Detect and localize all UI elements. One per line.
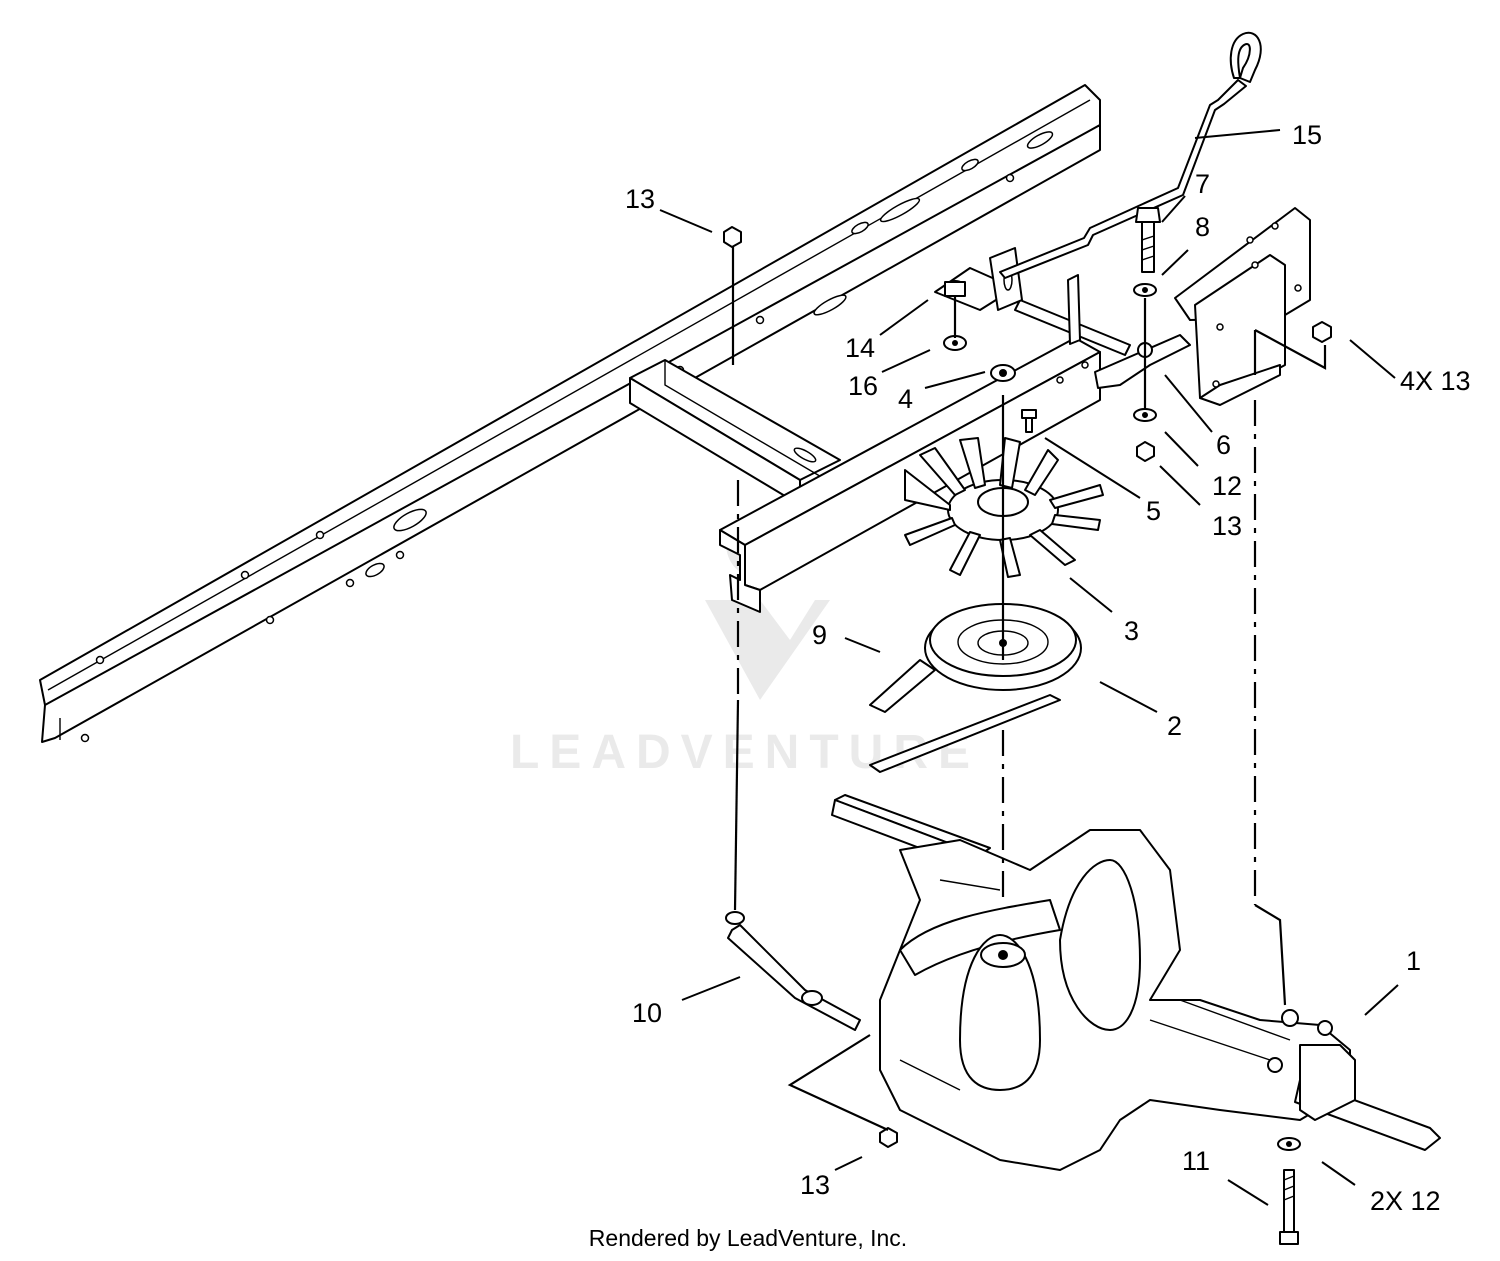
assembly-axes xyxy=(733,296,1327,1131)
callout-4x13: 4X 13 xyxy=(1400,366,1471,396)
callout-9: 9 xyxy=(812,620,827,650)
top-left-nut xyxy=(723,226,742,365)
bolt-stack-right xyxy=(1133,207,1161,462)
callout-13-bottom: 13 xyxy=(800,1170,830,1200)
watermark-logo xyxy=(705,510,830,700)
callout-4: 4 xyxy=(898,384,913,414)
callout-11: 11 xyxy=(1182,1146,1210,1176)
callout-14: 14 xyxy=(845,333,875,363)
callout-16: 16 xyxy=(848,371,878,401)
callout-3: 3 xyxy=(1124,616,1139,646)
nut-right-qty xyxy=(1312,321,1332,343)
rear-bracket xyxy=(1174,207,1311,406)
nut-4 xyxy=(990,364,1016,382)
shift-rod xyxy=(999,31,1262,279)
watermark-text: LEADVENTURE xyxy=(510,726,980,779)
callout-labels: 15 7 8 13 14 16 4 4X 13 6 12 13 5 3 9 2 … xyxy=(625,120,1471,1216)
watermark: LEADVENTURE xyxy=(510,510,980,779)
callout-6: 6 xyxy=(1216,430,1231,460)
callout-13-mid: 13 xyxy=(1212,511,1242,541)
callout-13-top-left: 13 xyxy=(625,184,655,214)
shift-linkage xyxy=(725,911,861,1031)
idler-arm xyxy=(934,247,1191,389)
callout-2x12: 2X 12 xyxy=(1370,1186,1441,1216)
credit-line: Rendered by LeadVenture, Inc. xyxy=(589,1225,907,1251)
leader-lines xyxy=(659,129,1399,1206)
callout-10: 10 xyxy=(632,998,662,1028)
callout-15: 15 xyxy=(1292,120,1322,150)
left-frame-rail xyxy=(39,84,1101,743)
callout-7: 7 xyxy=(1195,169,1210,199)
callout-12: 12 xyxy=(1212,471,1242,501)
right-frame-rail xyxy=(719,337,1101,613)
callout-1: 1 xyxy=(1406,946,1421,976)
transaxle xyxy=(831,794,1441,1171)
bottom-hardware xyxy=(879,1127,1301,1245)
callout-2: 2 xyxy=(1167,711,1182,741)
callout-8: 8 xyxy=(1195,212,1210,242)
screw-5 xyxy=(1021,409,1037,433)
callout-5: 5 xyxy=(1146,496,1161,526)
cooling-fan xyxy=(904,437,1104,578)
